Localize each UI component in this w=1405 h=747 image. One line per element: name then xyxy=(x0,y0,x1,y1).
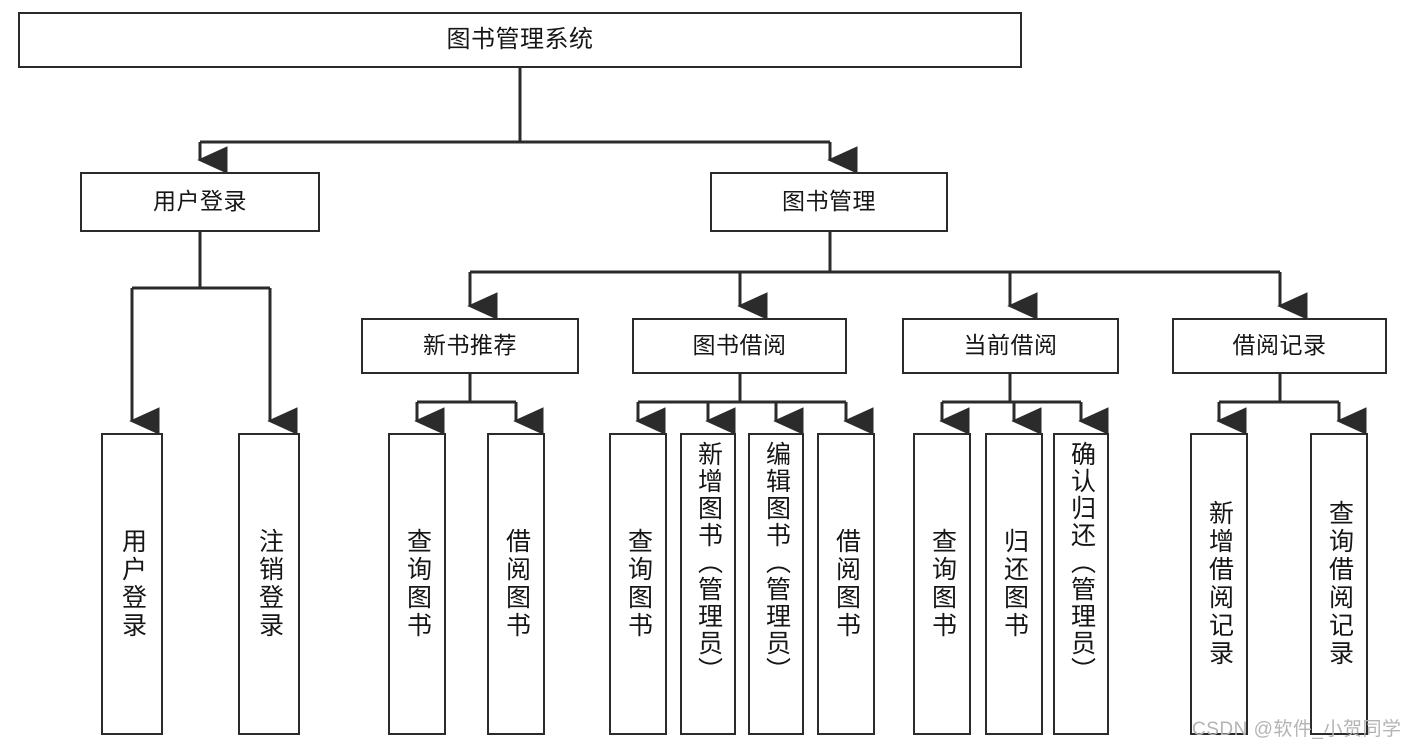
leaf-add-book-label: 新增图书（管理员） xyxy=(694,441,723,684)
node-current-borrow[interactable]: 当前借阅 xyxy=(902,318,1119,374)
node-borrow-record[interactable]: 借阅记录 xyxy=(1172,318,1387,374)
leaf-add-record-label: 新增借阅记录 xyxy=(1205,500,1234,668)
leaf-query-book-1-label: 查询图书 xyxy=(403,528,432,640)
leaf-return-book[interactable]: 归还图书 xyxy=(985,433,1043,735)
node-book-manage-label: 图书管理 xyxy=(782,188,876,215)
leaf-borrow-book-1-label: 借阅图书 xyxy=(502,528,531,640)
node-new-book-rec[interactable]: 新书推荐 xyxy=(361,318,579,374)
leaf-user-login-label: 用户登录 xyxy=(118,528,147,640)
node-book-borrow[interactable]: 图书借阅 xyxy=(632,318,847,374)
leaf-query-book-1[interactable]: 查询图书 xyxy=(388,433,446,735)
node-borrow-record-label: 借阅记录 xyxy=(1232,332,1327,359)
leaf-return-book-label: 归还图书 xyxy=(1000,528,1029,640)
node-current-borrow-label: 当前借阅 xyxy=(963,332,1058,359)
node-book-manage[interactable]: 图书管理 xyxy=(710,172,948,232)
node-new-book-rec-label: 新书推荐 xyxy=(423,332,517,359)
node-book-borrow-label: 图书借阅 xyxy=(692,332,787,359)
node-user-login[interactable]: 用户登录 xyxy=(80,172,320,232)
leaf-query-book-2[interactable]: 查询图书 xyxy=(609,433,667,735)
leaf-edit-book[interactable]: 编辑图书（管理员） xyxy=(748,433,804,735)
leaf-borrow-book-1[interactable]: 借阅图书 xyxy=(487,433,545,735)
csdn-watermark: CSDN @软件_小贺同学 xyxy=(1192,719,1402,740)
leaf-user-logout-label: 注销登录 xyxy=(255,528,284,640)
leaf-add-record[interactable]: 新增借阅记录 xyxy=(1190,433,1248,735)
leaf-query-record[interactable]: 查询借阅记录 xyxy=(1310,433,1368,735)
node-user-login-label: 用户登录 xyxy=(153,188,247,215)
leaf-add-book[interactable]: 新增图书（管理员） xyxy=(680,433,736,735)
leaf-edit-book-label: 编辑图书（管理员） xyxy=(762,441,791,684)
node-root-label: 图书管理系统 xyxy=(446,25,594,53)
leaf-borrow-book-2[interactable]: 借阅图书 xyxy=(817,433,875,735)
leaf-query-book-3[interactable]: 查询图书 xyxy=(913,433,971,735)
leaf-confirm-return-label: 确认归还（管理员） xyxy=(1067,441,1096,684)
leaf-user-logout[interactable]: 注销登录 xyxy=(238,433,300,735)
leaf-query-book-3-label: 查询图书 xyxy=(928,528,957,640)
leaf-query-record-label: 查询借阅记录 xyxy=(1325,500,1354,668)
leaf-confirm-return[interactable]: 确认归还（管理员） xyxy=(1053,433,1109,735)
node-root[interactable]: 图书管理系统 xyxy=(18,12,1022,68)
leaf-query-book-2-label: 查询图书 xyxy=(624,528,653,640)
leaf-user-login[interactable]: 用户登录 xyxy=(101,433,163,735)
leaf-borrow-book-2-label: 借阅图书 xyxy=(832,528,861,640)
